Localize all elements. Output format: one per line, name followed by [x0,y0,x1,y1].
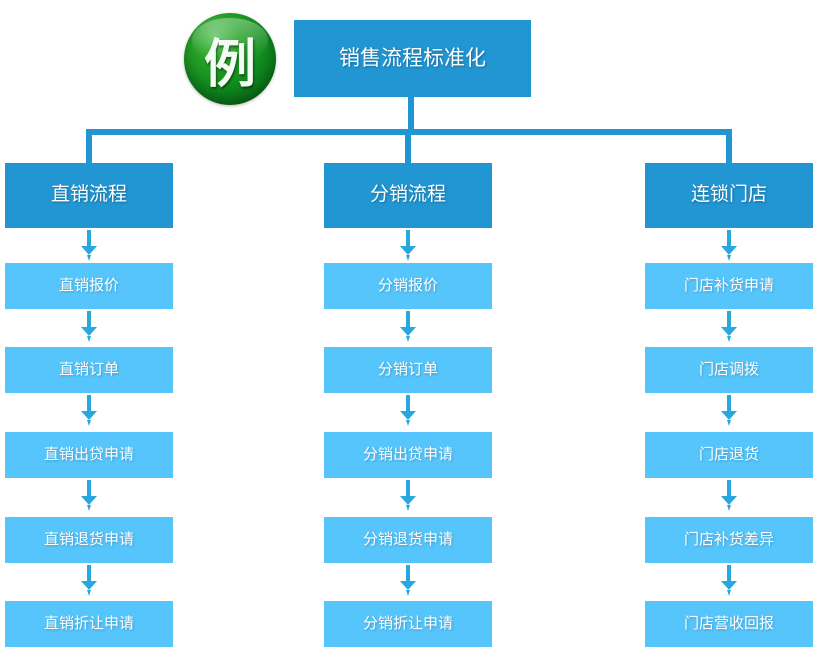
step-box-1-1[interactable]: 直销报价 [5,263,173,309]
step-label-3-3: 门店退货 [698,446,759,463]
step-box-3-4[interactable]: 门店补货差异 [645,517,813,563]
step-label-2-4: 分销退货申请 [362,531,453,548]
branch-header-3-label: 连锁门店 [690,184,767,206]
step-box-1-4[interactable]: 直销退货申请 [5,517,173,563]
step-label-3-1: 门店补货申请 [683,277,774,294]
step-label-1-2: 直销订单 [58,361,119,378]
arrow-step-3-4-to-3-5 [721,565,737,596]
connector-drop-branch-2 [405,129,411,163]
arrow-step-3-2-to-3-3 [721,395,737,426]
arrow-branch-2-to-step-1 [400,230,416,261]
step-box-2-4[interactable]: 分销退货申请 [324,517,492,563]
branch-header-3[interactable]: 连锁门店 [645,163,813,228]
step-box-3-1[interactable]: 门店补货申请 [645,263,813,309]
step-label-2-2: 分销订单 [377,361,438,378]
root-title-box[interactable]: 销售流程标准化 [294,20,531,97]
step-box-3-2[interactable]: 门店调拨 [645,347,813,393]
example-badge-character: 例 [203,35,256,94]
step-box-1-2[interactable]: 直销订单 [5,347,173,393]
example-badge-circle-icon: 例 [184,13,276,105]
step-label-1-4: 直销退货申请 [43,531,134,548]
step-box-2-5[interactable]: 分销折让申请 [324,601,492,647]
step-label-2-1: 分销报价 [377,277,438,294]
step-label-1-5: 直销折让申请 [43,615,134,632]
arrow-step-2-2-to-2-3 [400,395,416,426]
arrow-step-2-1-to-2-2 [400,311,416,342]
step-label-2-3: 分销出贷申请 [362,446,453,463]
arrow-step-1-4-to-1-5 [81,565,97,596]
arrow-step-1-2-to-1-3 [81,395,97,426]
arrow-step-1-3-to-1-4 [81,480,97,511]
step-label-3-5: 门店营收回报 [683,615,774,632]
arrow-step-1-1-to-1-2 [81,311,97,342]
branch-header-1-label: 直销流程 [50,184,127,206]
arrow-step-2-3-to-2-4 [400,480,416,511]
step-box-2-1[interactable]: 分销报价 [324,263,492,309]
connector-root-stem [408,97,414,129]
step-box-3-5[interactable]: 门店营收回报 [645,601,813,647]
step-label-1-1: 直销报价 [58,277,119,294]
arrow-branch-1-to-step-1 [81,230,97,261]
step-box-2-2[interactable]: 分销订单 [324,347,492,393]
arrow-step-2-4-to-2-5 [400,565,416,596]
arrow-branch-3-to-step-1 [721,230,737,261]
step-box-1-3[interactable]: 直销出贷申请 [5,432,173,478]
branch-header-2-label: 分销流程 [369,184,446,206]
connector-drop-branch-3 [726,129,732,163]
connector-drop-branch-1 [86,129,92,163]
step-box-2-3[interactable]: 分销出贷申请 [324,432,492,478]
branch-header-1[interactable]: 直销流程 [5,163,173,228]
arrow-step-3-3-to-3-4 [721,480,737,511]
step-box-1-5[interactable]: 直销折让申请 [5,601,173,647]
step-label-3-2: 门店调拨 [698,361,759,378]
branch-header-2[interactable]: 分销流程 [324,163,492,228]
root-title-label: 销售流程标准化 [339,46,486,70]
step-label-1-3: 直销出贷申请 [43,446,134,463]
arrow-step-3-1-to-3-2 [721,311,737,342]
step-box-3-3[interactable]: 门店退货 [645,432,813,478]
step-label-2-5: 分销折让申请 [362,615,453,632]
step-label-3-4: 门店补货差异 [683,531,774,548]
